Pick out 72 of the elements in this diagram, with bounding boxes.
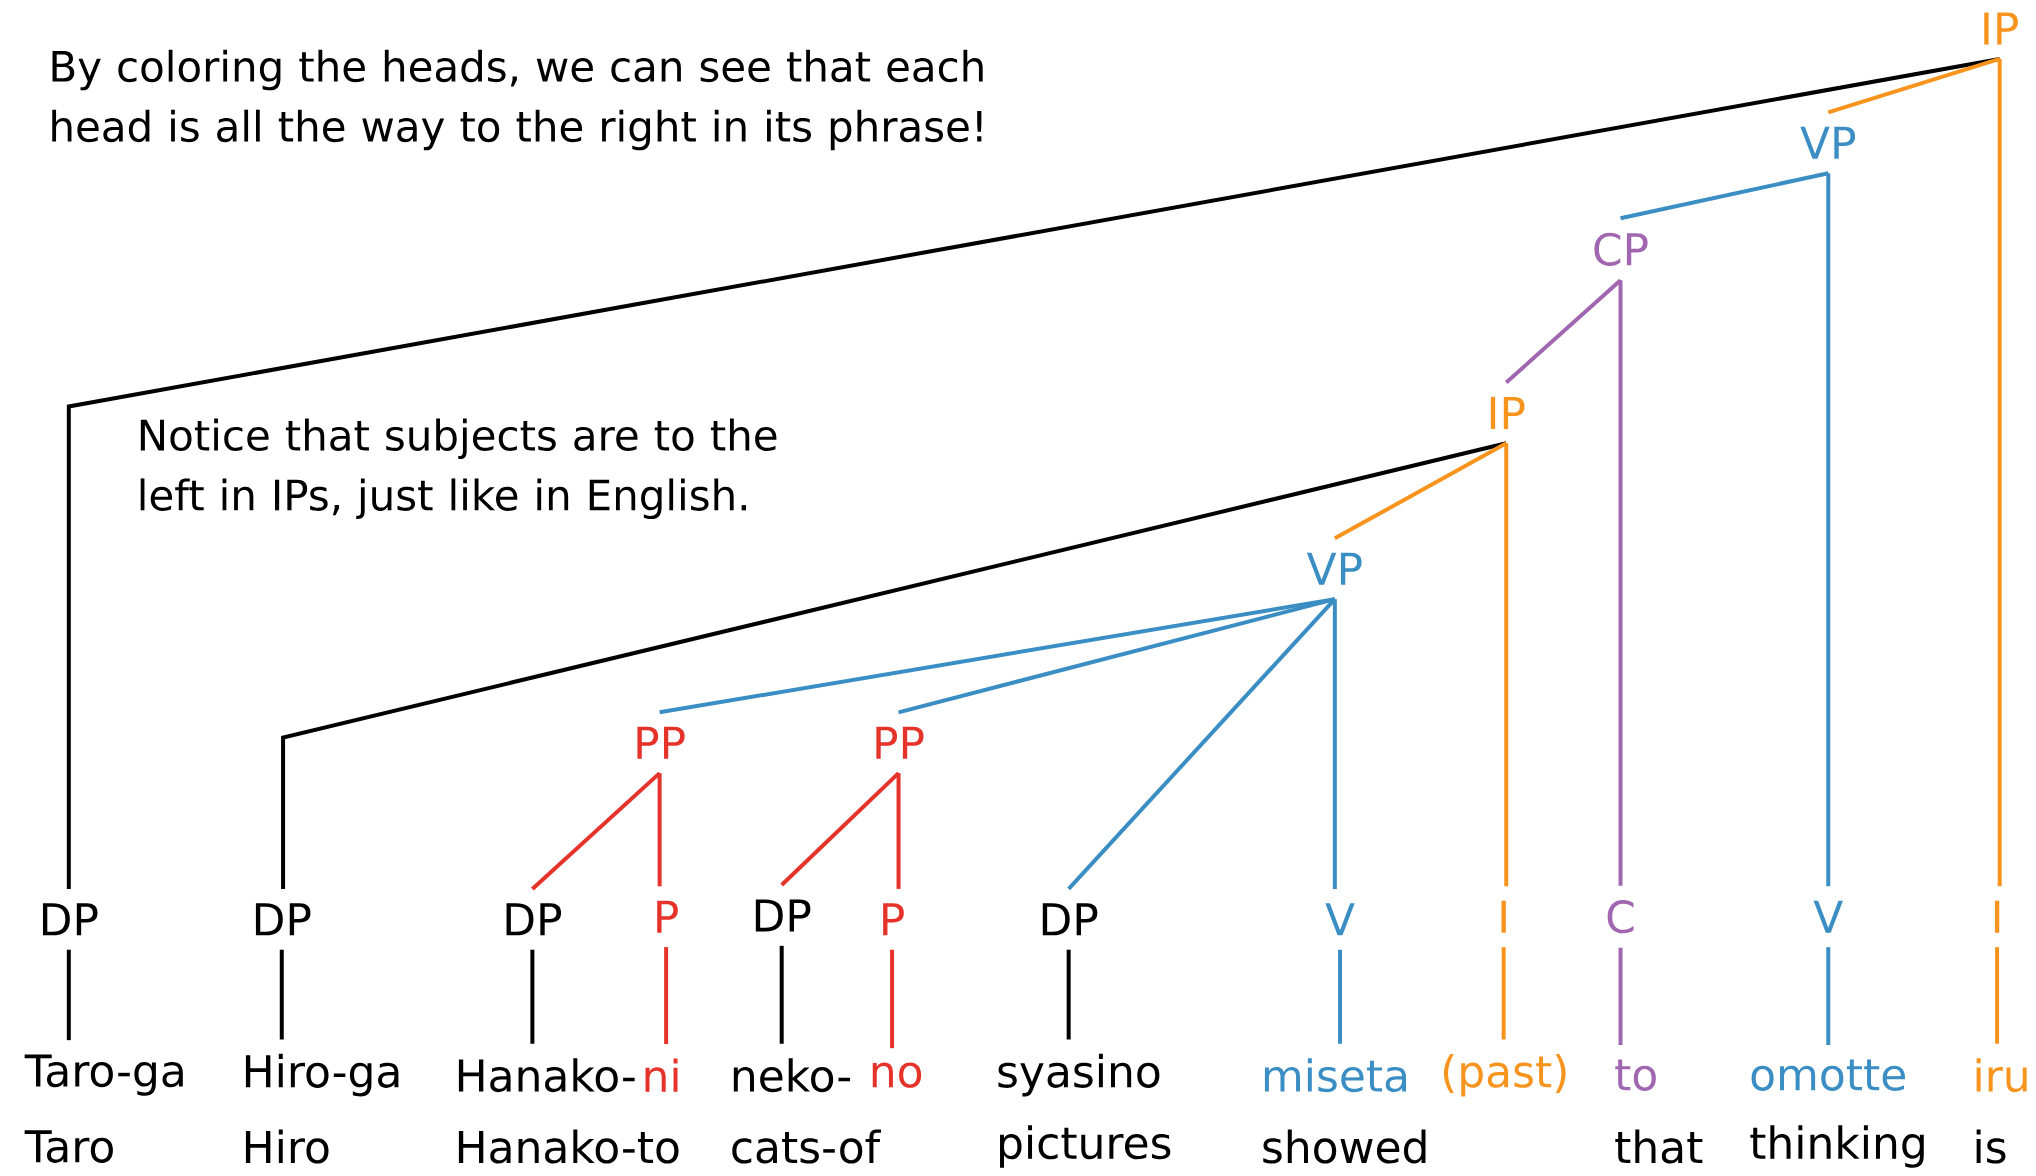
branch-line bbox=[779, 945, 784, 1044]
category-label: V bbox=[1813, 900, 1843, 933]
branch-line bbox=[890, 949, 895, 1048]
branch-line bbox=[66, 949, 71, 1040]
branch-line bbox=[1067, 597, 1337, 891]
category-label: PP bbox=[876, 726, 924, 759]
gloss-text: Taro bbox=[24, 1130, 113, 1163]
word: syasino bbox=[998, 1053, 1160, 1097]
branch-line bbox=[780, 771, 900, 887]
word: omotte bbox=[1751, 1059, 1905, 1091]
gloss-text: pictures bbox=[1000, 1125, 1171, 1168]
gloss-text: cats-of bbox=[732, 1129, 881, 1164]
branch-line bbox=[531, 771, 661, 891]
branch-line bbox=[1618, 280, 1623, 886]
category-label: IP bbox=[1984, 12, 2018, 45]
category-label: C bbox=[1607, 899, 1634, 934]
category-label: DP bbox=[506, 903, 562, 936]
word: to bbox=[1615, 1059, 1656, 1091]
branch-line bbox=[530, 949, 535, 1044]
word: Taro-ga bbox=[24, 1054, 183, 1096]
category-label: P bbox=[883, 903, 904, 936]
branch-line bbox=[1333, 441, 1508, 540]
category-label: DP bbox=[755, 899, 811, 932]
note-text: Notice that subjects are to the left in IPs, just like in English. bbox=[140, 418, 777, 519]
branch-line bbox=[1066, 949, 1071, 1040]
branch-line bbox=[1618, 947, 1623, 1045]
gloss-text: showed bbox=[1263, 1129, 1426, 1164]
gloss-text: Hanako-to bbox=[458, 1129, 679, 1164]
branch-line bbox=[1501, 946, 1506, 1040]
branch-line bbox=[1620, 171, 1829, 221]
branch-line bbox=[1995, 946, 2000, 1044]
category-label: I bbox=[1994, 900, 2000, 933]
category-label: CP bbox=[1594, 232, 1648, 266]
branch-line bbox=[1504, 278, 1622, 384]
category-label: I bbox=[1501, 900, 1506, 933]
category-label: DP bbox=[1042, 903, 1098, 936]
branch-line bbox=[1826, 173, 1831, 887]
branch-line bbox=[279, 949, 284, 1040]
branch-line bbox=[1332, 598, 1337, 889]
category-label: P bbox=[657, 900, 678, 933]
gloss-text: thinking bbox=[1750, 1125, 1924, 1168]
word: neko- bbox=[733, 1057, 850, 1092]
category-label: V bbox=[1325, 903, 1355, 936]
word: ni bbox=[645, 1058, 678, 1092]
branch-line bbox=[1826, 946, 1831, 1045]
branch-line bbox=[898, 597, 1336, 715]
note-text: By coloring the heads, we can see that each head is all the way to the right in its phrase! bbox=[52, 49, 983, 151]
category-label: DP bbox=[42, 903, 98, 936]
gloss-text: that bbox=[1615, 1129, 1703, 1164]
branch-line bbox=[659, 596, 1336, 715]
branch-line bbox=[664, 946, 669, 1044]
word: iru bbox=[1976, 1057, 2027, 1092]
branch-line bbox=[1827, 56, 2001, 115]
branch-line bbox=[1338, 949, 1343, 1044]
category-label: VP bbox=[1306, 552, 1362, 585]
gloss-text: Hiro bbox=[245, 1129, 329, 1164]
branch-line bbox=[896, 772, 901, 889]
word: (past) bbox=[1443, 1053, 1566, 1097]
branch-line bbox=[657, 772, 662, 887]
gloss-text: is bbox=[1976, 1129, 2006, 1164]
category-label: VP bbox=[1800, 126, 1856, 159]
branch-line bbox=[1504, 443, 1509, 887]
word: miseta bbox=[1264, 1057, 1407, 1092]
word: Hiro-ga bbox=[245, 1053, 399, 1097]
category-label: PP bbox=[637, 726, 685, 759]
branch-line bbox=[281, 441, 1507, 889]
branch-line bbox=[66, 56, 2001, 889]
word: Hanako- bbox=[458, 1057, 635, 1092]
category-label: DP bbox=[255, 903, 311, 936]
word: no bbox=[872, 1062, 922, 1088]
category-label: IP bbox=[1490, 396, 1525, 429]
branch-line bbox=[1997, 58, 2002, 887]
